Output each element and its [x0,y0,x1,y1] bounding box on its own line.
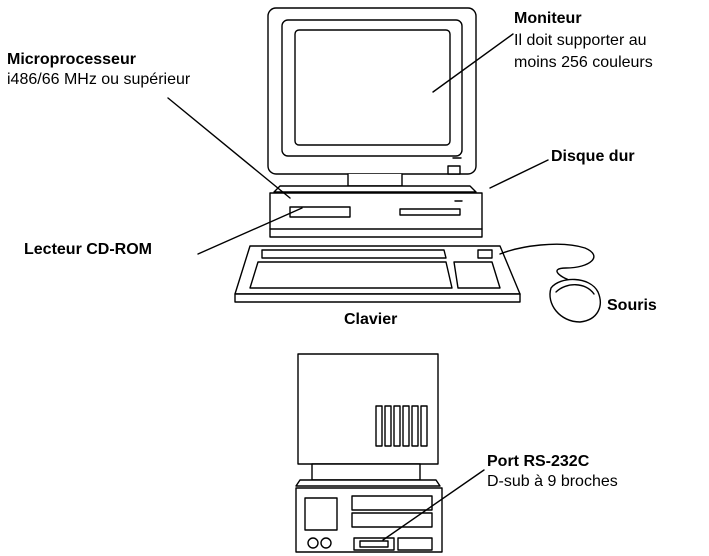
cpu-title: Microprocesseur [7,51,136,68]
cdrom-label: Lecteur CD-ROM [24,240,152,260]
hard-disk-label: Disque dur [551,147,635,167]
serial-port-label: Port RS-232C D-sub à 9 broches [487,452,618,492]
disk-slot [399,208,461,216]
rear-computer [295,353,485,553]
serial-port-title: Port RS-232C [487,453,590,470]
mouse-illustration [499,243,601,323]
cpu-label: Microprocesseur i486/66 MHz ou supérieur [7,50,190,90]
monitor-label: Moniteur Il doit supporter au moins 256 … [514,8,653,74]
monitor-desc-line1: Il doit supporter au [514,32,647,49]
monitor-desc-line2: moins 256 couleurs [514,54,653,71]
cdrom-title: Lecteur CD-ROM [24,241,153,258]
serial-port-desc: D-sub à 9 broches [487,473,618,490]
front-computer [167,7,601,323]
cpu-desc: i486/66 MHz ou supérieur [7,71,191,88]
rear-monitor-illustration [295,353,441,487]
cdrom-leader-line [197,207,303,255]
cpu-leader-line [167,97,291,199]
rear-system-unit-illustration [295,487,443,553]
serial-connector [359,540,389,548]
monitor-leader-line [432,33,514,93]
mouse-label: Souris [607,296,657,316]
disk-leader-line [489,159,549,189]
mouse-title: Souris [607,297,657,314]
keyboard-label: Clavier [344,310,397,330]
hard-disk-title: Disque dur [551,148,635,165]
keyboard-illustration [234,245,521,303]
monitor-illustration [267,7,477,193]
cdrom-slot [289,206,351,218]
system-unit-illustration [269,192,483,238]
monitor-title: Moniteur [514,10,582,27]
serial-port-leader-line [382,469,485,541]
keyboard-title: Clavier [344,311,398,328]
